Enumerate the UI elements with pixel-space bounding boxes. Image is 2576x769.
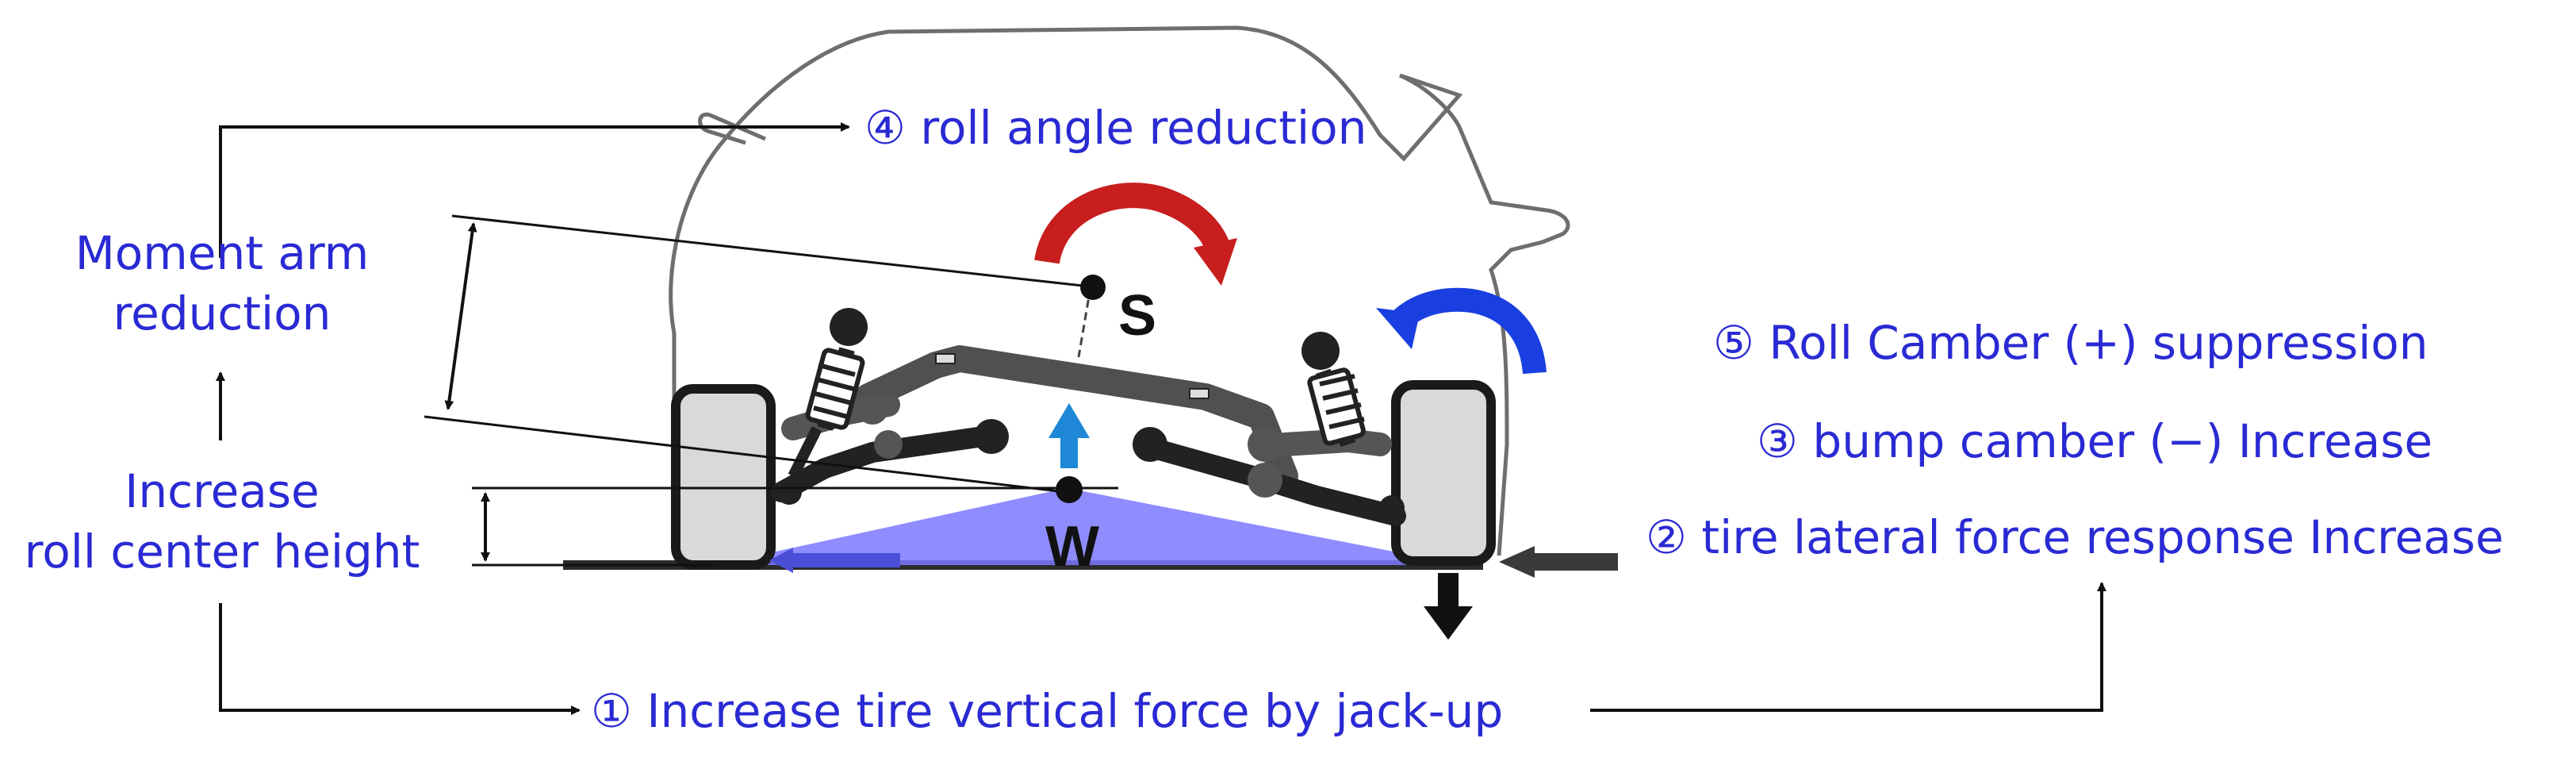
roll-center-triangle	[714, 488, 1463, 565]
right-lower-arm	[1144, 438, 1406, 526]
connector-to-lateral-force	[1590, 582, 2106, 712]
roll-arrow-red	[1034, 183, 1237, 286]
upper-subframe	[855, 345, 1298, 490]
left-strut	[788, 308, 868, 479]
connector-to-roll-angle	[219, 122, 850, 258]
left-tire	[671, 384, 776, 570]
moment-arm-line1: Moment arm	[75, 226, 370, 280]
right-strut	[1301, 332, 1366, 448]
roll-center-point	[1056, 476, 1083, 503]
vertical-force-label: ① Increase tire vertical force by jack-u…	[591, 684, 1504, 738]
bump-camber-label: ③ bump camber (−) Increase	[1757, 414, 2433, 468]
right-tire	[1391, 380, 1496, 566]
moment-arm-dimension	[444, 222, 477, 410]
moment-arm-line2: reduction	[113, 286, 332, 340]
sprung-mass-point	[1080, 275, 1106, 300]
increase-line2: roll center height	[24, 525, 420, 579]
increase-roll-center-label: Increase roll center height	[8, 468, 436, 575]
moment-arm-ref-upper	[451, 214, 1083, 287]
left-lower-arm	[771, 426, 994, 502]
vertical-force-arrow	[1424, 573, 1473, 640]
roll-center-label: W	[1045, 515, 1099, 579]
right-lateral-arrow	[1499, 546, 1618, 578]
increase-line1: Increase	[125, 464, 320, 518]
moment-arm-ref-lower	[424, 415, 1079, 495]
tire-lateral-label: ② tire lateral force response Increase	[1646, 510, 2504, 564]
connector-to-vertical-force	[219, 603, 581, 715]
sprung-mass-label: S	[1118, 284, 1156, 348]
left-lateral-arrow	[769, 548, 900, 573]
camber-arrow-blue	[1376, 287, 1547, 375]
car-body-outline	[669, 25, 1570, 556]
roll-camber-label: ⑤ Roll Camber (+) suppression	[1713, 316, 2428, 370]
lift-arrow	[1048, 403, 1090, 468]
moment-arm-reduction-label: Moment arm reduction	[32, 230, 412, 336]
left-mirror	[698, 112, 766, 145]
roll-angle-reduction-label: ④ roll angle reduction	[864, 101, 1367, 155]
